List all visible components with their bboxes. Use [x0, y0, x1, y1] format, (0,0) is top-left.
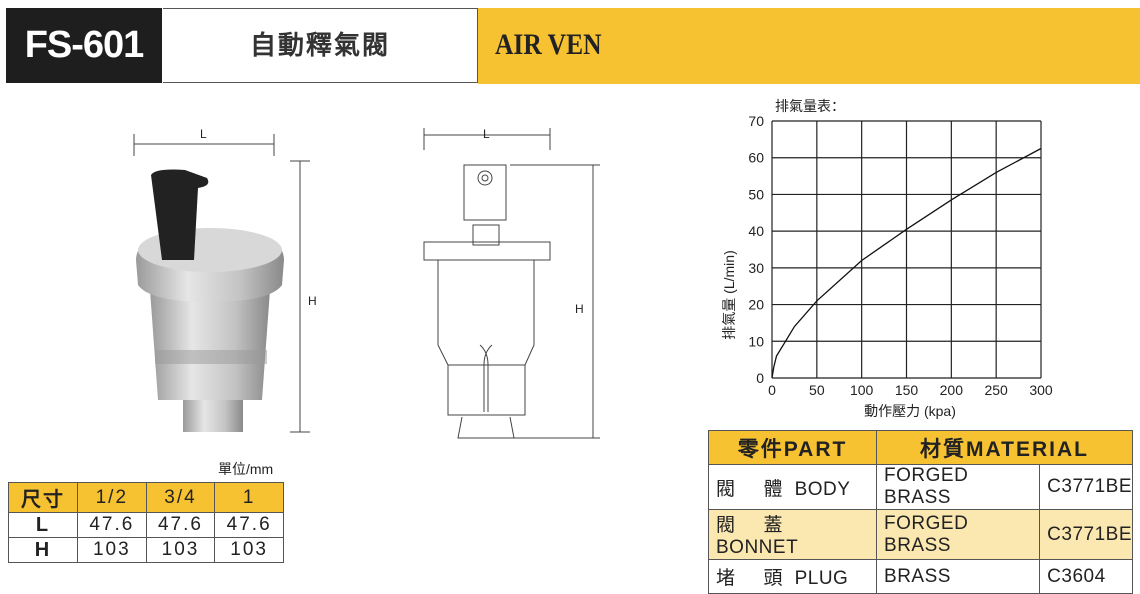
- material-header: 材質MATERIAL: [876, 430, 1133, 465]
- x-tick-label: 0: [768, 382, 776, 398]
- material: BRASS: [876, 559, 1041, 594]
- drawing-label-l: L: [483, 127, 490, 141]
- cell: 47.6: [145, 512, 216, 538]
- size-table: 尺寸 1/2 3/4 1 L 47.6 47.6 47.6 H 103 103 …: [8, 482, 284, 563]
- x-tick-label: 200: [940, 382, 964, 398]
- unit-label: 單位/mm: [218, 461, 274, 477]
- size-header: 尺寸: [8, 482, 78, 513]
- product-photo: [133, 134, 310, 433]
- x-tick-label: 150: [895, 382, 919, 398]
- y-tick-label: 50: [748, 186, 764, 202]
- cell: 47.6: [77, 512, 147, 538]
- dimension-label-l: L: [200, 127, 207, 141]
- dimension-label-h: H: [308, 294, 317, 308]
- product-name-en: AIR VEN: [495, 28, 602, 61]
- model-number: FS-601: [6, 8, 162, 83]
- y-axis-label: 排氣量 (L/min): [721, 250, 737, 339]
- part-cn: 蓋: [763, 515, 784, 536]
- y-tick-label: 10: [748, 333, 764, 349]
- series-line: [771, 147, 1042, 379]
- part-en: PLUG: [794, 568, 849, 589]
- part-header: 零件PART: [707, 430, 878, 465]
- material-table: 零件PART 材質MATERIAL 閥 體 BODY FORGED BRASS C…: [707, 430, 1133, 594]
- material-code: C3604: [1039, 559, 1133, 594]
- product-name-en-banner: AIR VEN: [478, 8, 1140, 84]
- y-tick-label: 60: [748, 150, 764, 166]
- part-en: BONNET: [716, 537, 799, 558]
- drawing-label-h: H: [575, 302, 584, 316]
- x-tick-label: 250: [984, 382, 1008, 398]
- part-en: BODY: [794, 478, 851, 500]
- material-code: C3771BE: [1039, 464, 1133, 510]
- y-tick-label: 40: [748, 223, 764, 239]
- product-name-cn: 自動釋氣閥: [163, 8, 478, 83]
- table-row: 堵 頭 PLUG BRASS C3604: [707, 559, 1133, 594]
- table-row: L 47.6 47.6 47.6: [8, 512, 284, 538]
- x-tick-label: 50: [809, 382, 825, 398]
- part-cn: 頭: [763, 568, 784, 589]
- table-row: 閥 體 BODY FORGED BRASS C3771BE: [707, 464, 1133, 510]
- material: FORGED BRASS: [876, 509, 1041, 560]
- technical-drawing: [423, 128, 600, 439]
- y-tick-label: 20: [748, 297, 764, 313]
- part-cn: 堵: [716, 568, 736, 589]
- cell: 103: [145, 537, 216, 563]
- x-tick-label: 100: [850, 382, 874, 398]
- chart-title: 排氣量表：: [775, 98, 845, 114]
- material: FORGED BRASS: [876, 464, 1041, 510]
- cell: 47.6: [214, 512, 284, 538]
- x-tick-label: 300: [1029, 382, 1053, 398]
- y-tick-label: 30: [748, 260, 764, 276]
- table-row: H 103 103 103: [8, 537, 284, 563]
- x-axis-label: 動作壓力 (kpa): [864, 403, 956, 419]
- part-cn: 體: [763, 478, 784, 500]
- part-cn: 閥: [716, 515, 736, 536]
- size-header: 1: [214, 482, 284, 513]
- table-row: 閥 蓋 BONNET FORGED BRASS C3771BE: [707, 509, 1133, 560]
- cell: 103: [214, 537, 284, 563]
- size-header: 3/4: [145, 482, 216, 513]
- size-header: 1/2: [77, 482, 147, 513]
- y-tick-label: 70: [748, 113, 764, 129]
- part-cn: 閥: [716, 478, 736, 500]
- row-label: H: [8, 537, 78, 563]
- y-tick-label: 0: [756, 370, 764, 386]
- cell: 103: [77, 537, 147, 563]
- row-label: L: [8, 512, 78, 538]
- material-code: C3771BE: [1039, 509, 1133, 560]
